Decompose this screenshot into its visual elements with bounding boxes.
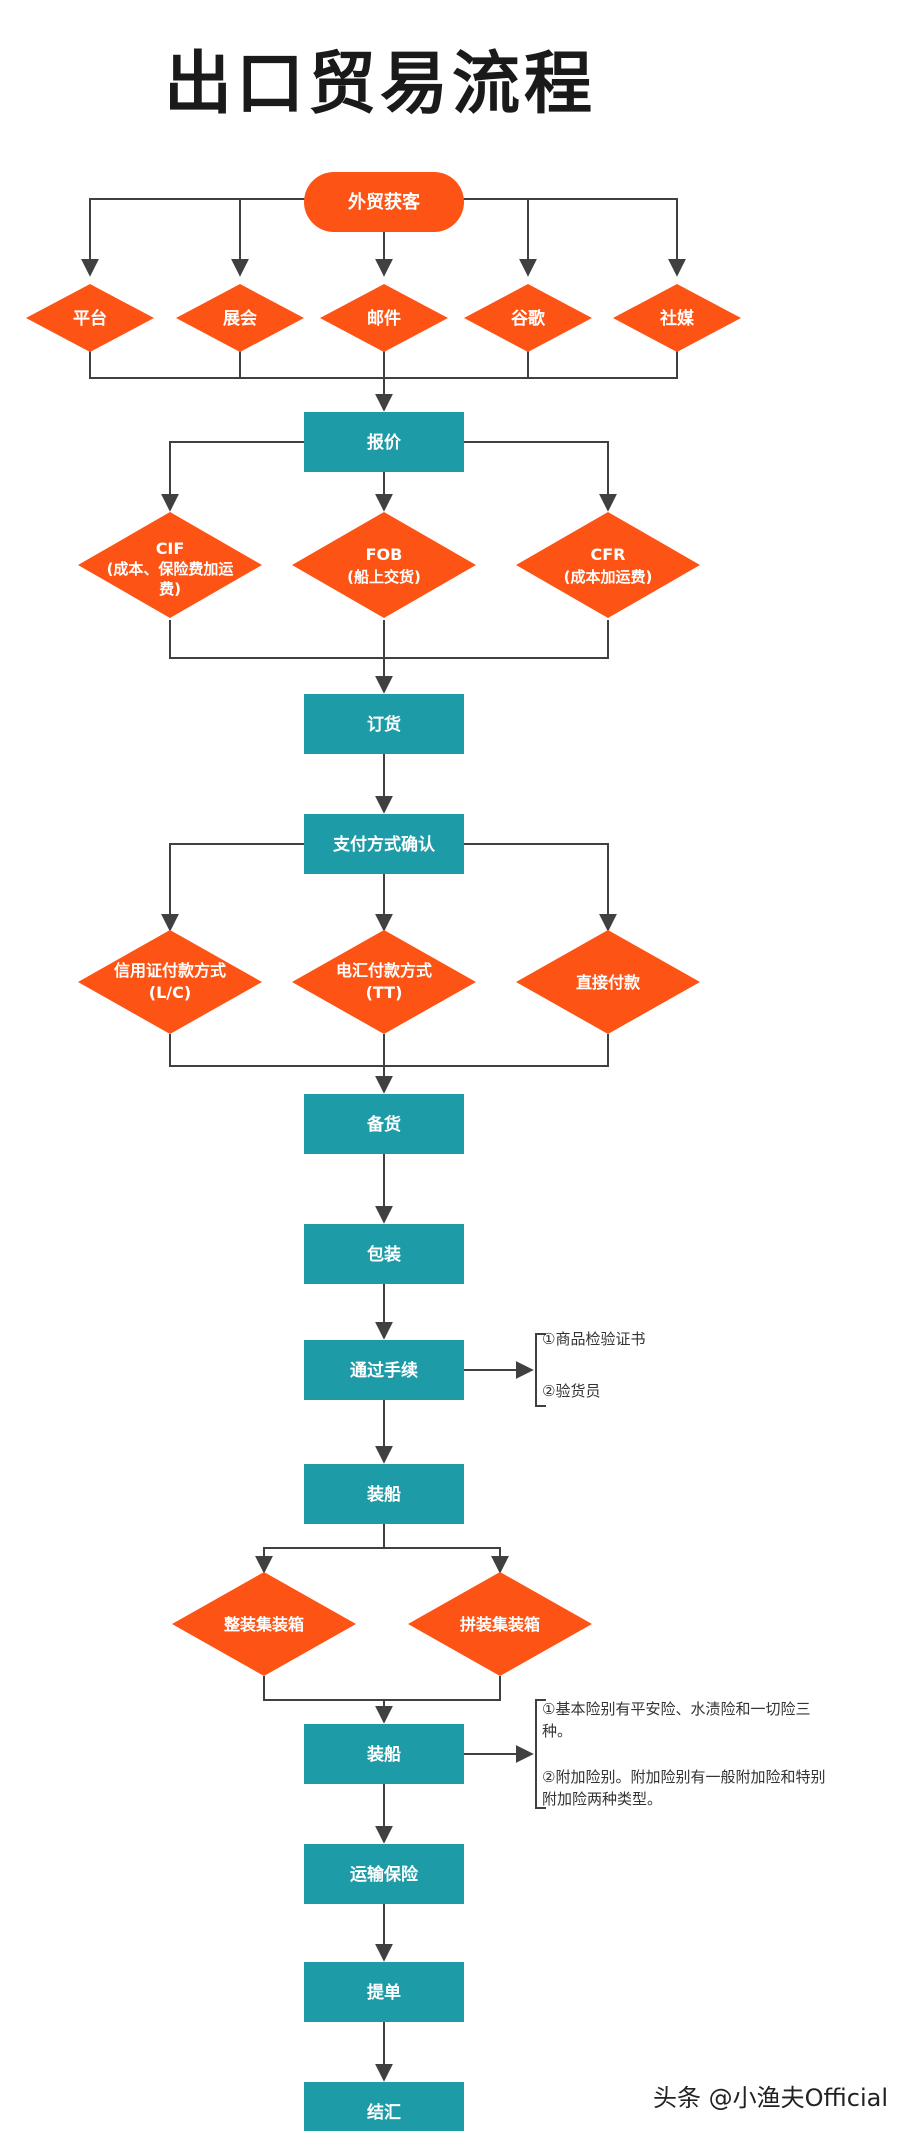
connector-start-expo [231, 198, 310, 277]
quote-label: 报价 [367, 432, 402, 453]
container-full: 整装集装箱 [172, 1572, 356, 1676]
bill-label: 提单 [367, 1982, 401, 2003]
channel-expo: 展会 [176, 284, 304, 352]
payment-confirm-node: 支付方式确认 [304, 814, 464, 874]
payment-label: 电汇付款方式 [336, 961, 432, 980]
channel-social: 社媒 [613, 284, 741, 352]
connector-payment-lc [161, 843, 304, 932]
insurance-label: 运输保险 [350, 1864, 419, 1885]
connector-quote-cif [161, 441, 304, 512]
insurance-note: 附加险两种类型。 [542, 1790, 662, 1808]
channel-email: 邮件 [320, 284, 448, 352]
shipping-node: 装船 [304, 1464, 464, 1524]
term-desc: (成本、保险费加运 [107, 560, 234, 578]
payment-confirm-label: 支付方式确认 [333, 834, 436, 855]
term-fob: FOB (船上交货) [292, 512, 476, 618]
shipping-label: 装船 [366, 1484, 401, 1505]
payment-desc: (L/C) [149, 983, 191, 1002]
order-label: 订货 [367, 714, 401, 735]
insurance-note: 种。 [542, 1722, 572, 1740]
packing-node: 包装 [304, 1224, 464, 1284]
stock-label: 备货 [366, 1114, 401, 1135]
container-label: 拼装集装箱 [460, 1615, 540, 1634]
container-lcl: 拼装集装箱 [408, 1572, 592, 1676]
term-desc: (成本加运费) [564, 568, 653, 586]
channel-label: 谷歌 [511, 308, 546, 329]
connector-containers-merge [263, 1676, 501, 1701]
insurance-notes: ①基本险别有平安险、水渍险和一切险三 种。 ②附加险别。附加险别有一般附加险和特… [542, 1700, 825, 1808]
connector-quote-cfr [464, 441, 617, 512]
customs-notes-bracket [535, 1333, 546, 1407]
customs-note: ①商品检验证书 [542, 1330, 645, 1348]
stock-node: 备货 [304, 1094, 464, 1154]
channel-nodes: 平台 展会 邮件 谷歌 社媒 [26, 284, 741, 352]
channel-label: 展会 [223, 308, 257, 329]
quote-node: 报价 [304, 412, 464, 472]
shipping-node-2: 装船 [304, 1724, 464, 1784]
connector-payment-direct [464, 843, 617, 932]
page-title: 出口贸易流程 [163, 45, 596, 124]
settlement-node: 结汇 [304, 2082, 464, 2131]
shipping-label: 装船 [366, 1744, 401, 1765]
term-cfr: CFR (成本加运费) [516, 512, 700, 618]
term-label: CIF [156, 539, 185, 558]
connector-terms-merge [169, 620, 609, 659]
insurance-node: 运输保险 [304, 1844, 464, 1904]
channel-label: 社媒 [659, 308, 695, 329]
term-desc: (船上交货) [347, 568, 421, 586]
channel-platform: 平台 [26, 284, 154, 352]
term-cif: CIF (成本、保险费加运 费) [78, 512, 262, 618]
insurance-note: ②附加险别。附加险别有一般附加险和特别 [542, 1768, 825, 1786]
connectors [81, 198, 686, 2082]
channel-label: 平台 [73, 308, 107, 329]
start-node: 外贸获客 [304, 172, 464, 232]
order-node: 订货 [304, 694, 464, 754]
payment-direct: 直接付款 [516, 930, 700, 1034]
customs-note: ②验货员 [542, 1382, 600, 1400]
payment-lc: 信用证付款方式 (L/C) [78, 930, 262, 1034]
bill-node: 提单 [304, 1962, 464, 2022]
channel-label: 邮件 [367, 308, 401, 329]
connector-shipping-lcl [384, 1547, 509, 1574]
payment-tt: 电汇付款方式 (TT) [292, 930, 476, 1034]
insurance-notes-bracket [535, 1699, 546, 1809]
payment-label: 信用证付款方式 [114, 961, 226, 980]
connector-shipping-full [255, 1524, 385, 1574]
connector-start-platform [81, 198, 310, 277]
payment-label: 直接付款 [576, 973, 641, 992]
term-desc: 费) [159, 580, 181, 598]
payment-desc: (TT) [366, 983, 403, 1002]
channel-google: 谷歌 [464, 284, 592, 352]
customs-label: 通过手续 [350, 1360, 418, 1381]
settlement-label: 结汇 [367, 2102, 401, 2123]
connector-payments-merge [169, 1034, 609, 1067]
customs-notes: ①商品检验证书 ②验货员 [542, 1330, 645, 1400]
packing-label: 包装 [367, 1244, 401, 1265]
connector-start-social [460, 198, 686, 277]
term-label: CFR [591, 545, 626, 564]
start-label: 外贸获客 [348, 191, 421, 213]
insurance-note: ①基本险别有平安险、水渍险和一切险三 [542, 1700, 810, 1718]
watermark: 头条 @小渔夫Official [653, 2084, 888, 2112]
container-label: 整装集装箱 [223, 1615, 304, 1634]
customs-node: 通过手续 [304, 1340, 464, 1400]
connector-start-google [460, 198, 537, 277]
term-label: FOB [366, 545, 403, 564]
